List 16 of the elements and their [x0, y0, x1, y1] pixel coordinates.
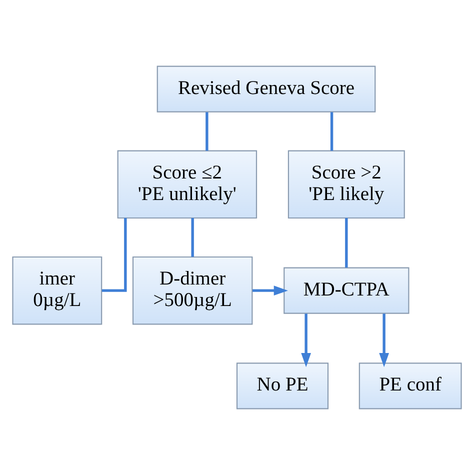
node-box: MD-CTPA [284, 266, 410, 314]
node-box: imer 0µg/L [12, 256, 102, 324]
node-box: Revised Geneva Score [156, 65, 376, 112]
arrow [379, 313, 389, 367]
arrow [252, 285, 288, 296]
connector [191, 218, 194, 256]
node-box: No PE [236, 362, 329, 409]
node-box: D-dimer >500µg/L [132, 256, 253, 324]
connector [102, 218, 127, 292]
connector [345, 218, 348, 268]
connector [330, 112, 334, 150]
connector [206, 112, 208, 150]
node-box: Score ≤2 'PE unlikely' [117, 150, 258, 218]
node-box: PE conf [358, 362, 462, 409]
node-box: Score >2 'PE likely [288, 150, 405, 218]
arrow [301, 313, 311, 367]
